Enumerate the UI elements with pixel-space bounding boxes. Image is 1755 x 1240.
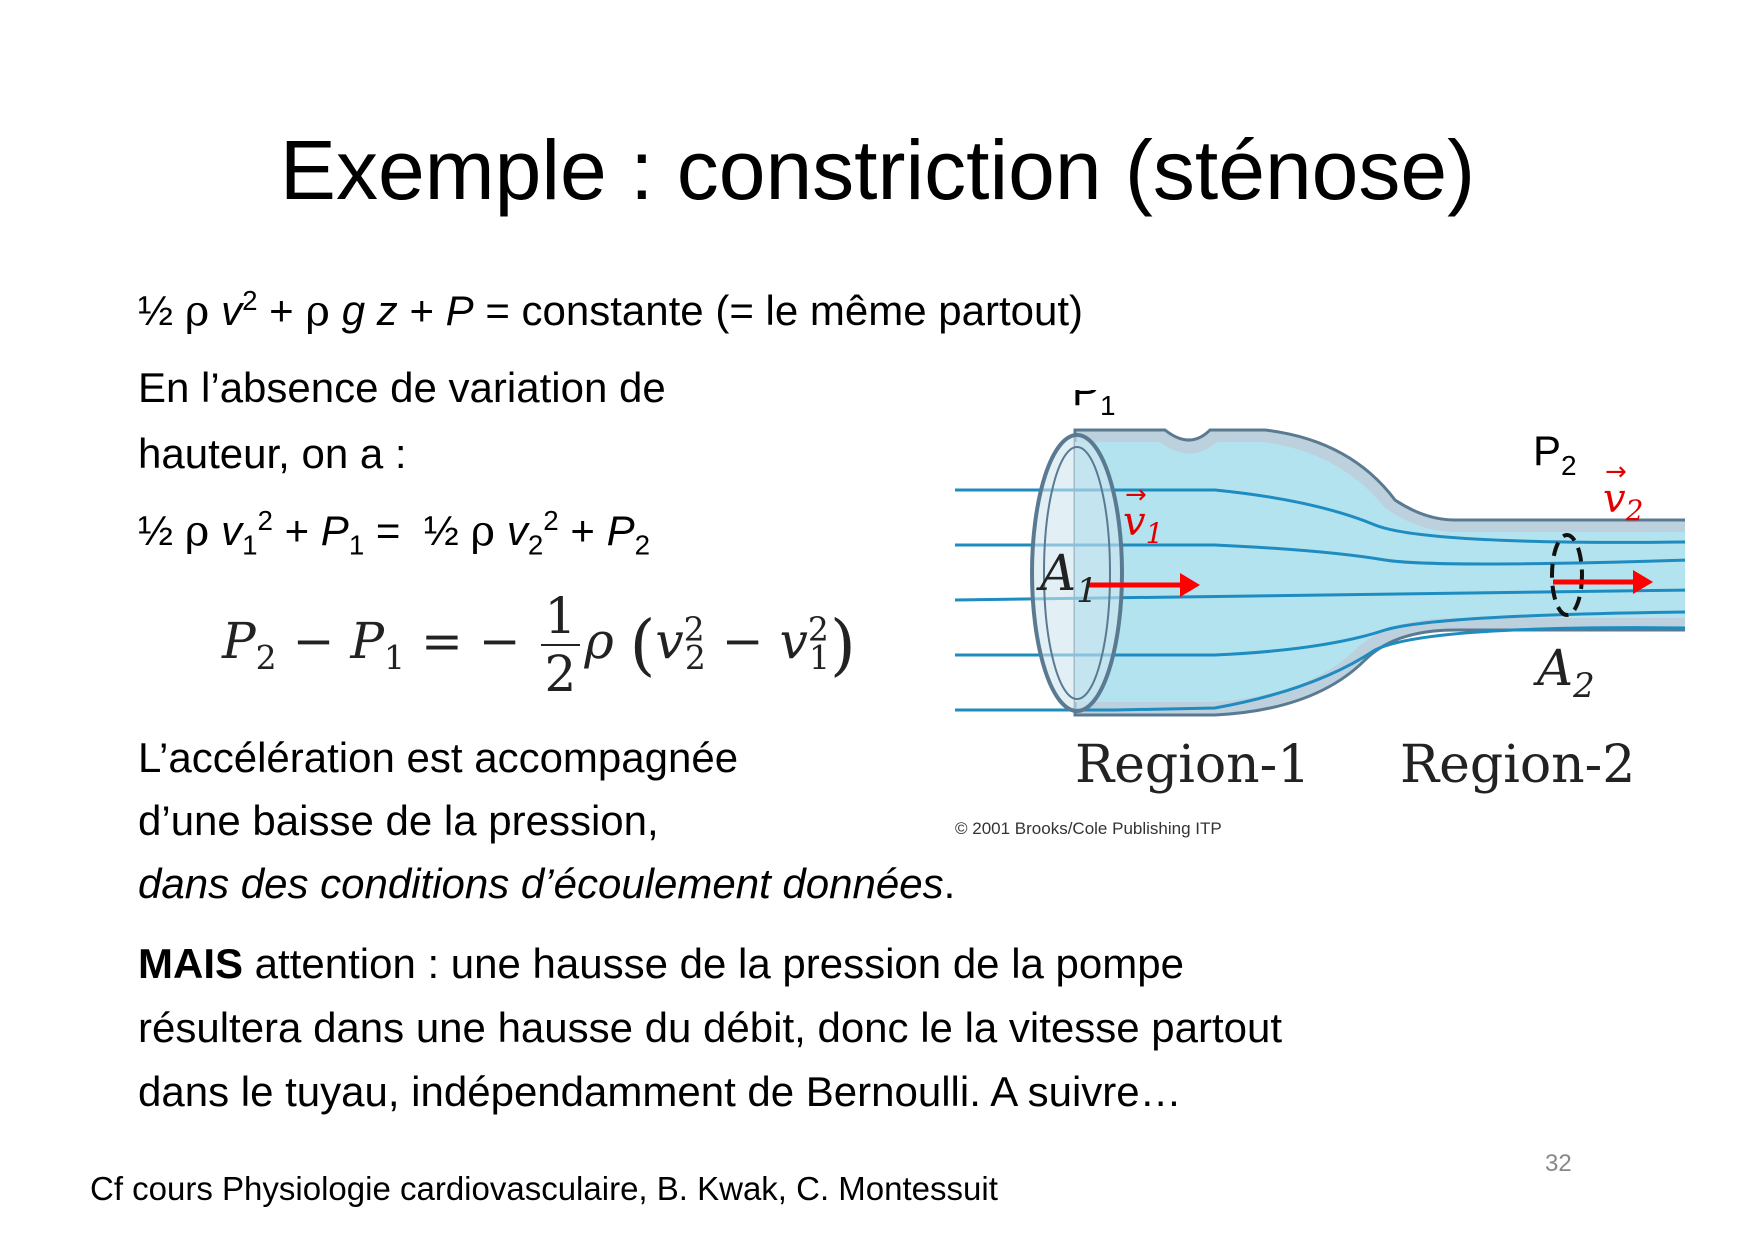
- text-line-conditions: dans des conditions d’écoulement données…: [138, 858, 955, 910]
- entrance-ring: [1030, 433, 1124, 713]
- half-symbol: ½: [423, 507, 459, 554]
- exponent: 2: [807, 609, 829, 649]
- fraction-one-half: 1 2: [540, 588, 581, 703]
- plus-sign: +: [269, 287, 294, 334]
- exponent: 2: [543, 505, 559, 536]
- fraction-denominator: 2: [544, 645, 577, 703]
- p2-label: P2: [1533, 427, 1577, 481]
- pressure-difference-equation: P2 − P1 = − 1 2 ρ (v22 − v21): [222, 588, 856, 702]
- text-line-baisse: d’une baisse de la pression,: [138, 797, 659, 844]
- text-line-resultera: résultera dans une hausse du débit, donc…: [138, 1004, 1283, 1051]
- pressure-symbol: P: [350, 612, 385, 670]
- copyright-notice: © 2001 Brooks/Cole Publishing ITP: [955, 819, 1222, 838]
- minus-sign: −: [292, 612, 335, 670]
- a2-cross-section: [1550, 533, 1584, 617]
- text-line-absence: En l’absence de variation de: [138, 364, 666, 411]
- text-line-acceleration: L’accélération est accompagnée: [138, 734, 739, 781]
- rho-symbol: ρ: [184, 506, 210, 555]
- pressure-symbol: P: [445, 287, 474, 334]
- gravity-symbol: g: [341, 287, 366, 334]
- text-line-mais: MAIS attention : une hausse de la pressi…: [138, 938, 1184, 990]
- region-1-label: Region-1: [1075, 735, 1310, 795]
- plus-sign: +: [570, 507, 595, 554]
- half-symbol: ½: [138, 507, 174, 554]
- fraction-numerator: 1: [540, 588, 581, 646]
- plus-sign: +: [284, 507, 310, 554]
- pressure-symbol: P: [320, 507, 349, 554]
- minus-sign: −: [721, 612, 764, 670]
- v1-label: v1: [1123, 499, 1163, 550]
- subscript: 2: [684, 638, 706, 677]
- text-line-tuyau: dans le tuyau, indépendamment de Bernoul…: [138, 1068, 1182, 1115]
- v2-vector-arrow: →: [1605, 457, 1627, 487]
- a1-label: A1: [1036, 544, 1098, 611]
- equals-minus: = −: [420, 612, 521, 670]
- exponent: 2: [683, 609, 705, 649]
- v1-vector-arrow: →: [1125, 480, 1147, 510]
- a2-label: A2: [1533, 639, 1595, 706]
- exponent: 2: [257, 505, 273, 536]
- rho-symbol: ρ: [584, 612, 614, 670]
- bold-mais: MAIS: [138, 940, 243, 987]
- height-symbol: z: [376, 287, 398, 334]
- italic-conditions: dans des conditions d’écoulement données: [138, 860, 944, 907]
- rho-symbol: ρ: [305, 286, 331, 335]
- subscript: 1: [242, 529, 258, 561]
- velocity-symbol: v: [655, 612, 684, 670]
- fluid-region: [1075, 442, 1685, 702]
- velocity-symbol: v: [506, 507, 528, 554]
- mais-rest: attention : une hausse de la pression de…: [243, 940, 1184, 987]
- pressure-symbol: P: [222, 612, 256, 670]
- subscript: 1: [384, 638, 406, 677]
- subscript: 2: [527, 529, 544, 561]
- footer-reference: Cf cours Physiologie cardiovasculaire, B…: [90, 1170, 998, 1207]
- equation-rest: = constante (= le même partout): [485, 287, 1083, 334]
- slide-title: Exemple : constriction (sténose): [279, 123, 1476, 217]
- plus-sign: +: [409, 287, 434, 334]
- rho-symbol: ρ: [470, 506, 496, 555]
- subscript: 1: [348, 529, 365, 561]
- exponent: 2: [242, 285, 258, 316]
- velocity-symbol: v: [221, 287, 243, 334]
- v2-label: v2: [1603, 476, 1643, 527]
- region-2-label: Region-2: [1400, 735, 1635, 795]
- left-paren: (: [629, 606, 656, 684]
- p1-label: P1: [1072, 390, 1116, 421]
- velocity-symbol: v: [779, 612, 808, 670]
- subscript: 2: [634, 529, 651, 561]
- bernoulli-general-equation: ½ ρ v2 + ρ g z + P = constante (= le mêm…: [138, 285, 1083, 337]
- rho-symbol: ρ: [184, 286, 210, 335]
- page-number: 32: [1545, 1150, 1572, 1177]
- stenosis-diagram: P1 P2 v1 → v2 → A1 A2 Region-1 Region-2 …: [955, 390, 1685, 838]
- velocity-symbol: v: [221, 507, 243, 554]
- bernoulli-two-point-equation: ½ ρ v12 + P1 = ½ ρ v22 + P2: [138, 505, 651, 561]
- velocity-arrows: [1087, 570, 1653, 597]
- subscript: 1: [809, 638, 831, 677]
- subscript: 2: [255, 638, 277, 677]
- period: .: [943, 860, 956, 907]
- text-line-hauteur: hauteur, on a :: [138, 430, 407, 477]
- entrance-ring-inner: [1043, 446, 1111, 700]
- equals-sign: =: [375, 507, 401, 554]
- half-symbol: ½: [138, 287, 174, 334]
- right-paren: ): [830, 606, 856, 684]
- pressure-symbol: P: [606, 507, 635, 554]
